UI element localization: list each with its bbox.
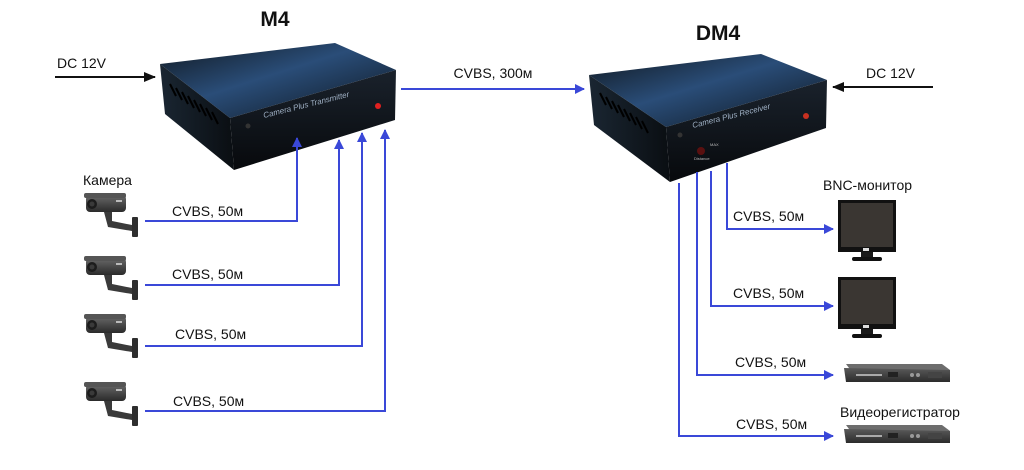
receiver-power-label: DC 12V bbox=[866, 65, 916, 81]
camera-cable-label: CVBS, 50м bbox=[172, 266, 243, 282]
monitor-group-label: BNC-монитор bbox=[823, 177, 912, 193]
camera-group-label: Камера bbox=[83, 172, 132, 188]
camera-group: Камера CVBS, 50м CVBS, 50м CVBS, 50м CVB… bbox=[83, 129, 390, 426]
knob-label-distance: Distance bbox=[694, 156, 710, 161]
trunk-link: CVBS, 300м bbox=[401, 65, 585, 94]
camera-cable-label: CVBS, 50м bbox=[172, 203, 243, 219]
camera-cable bbox=[145, 129, 390, 412]
distance-knob-icon bbox=[697, 147, 705, 155]
dvr-icon bbox=[844, 425, 950, 443]
camera-row: CVBS, 50м bbox=[84, 132, 367, 358]
camera-cable bbox=[145, 137, 302, 222]
transmitter-title: M4 bbox=[260, 8, 289, 31]
output-cable bbox=[696, 172, 834, 380]
transmitter-device-icon: Camera Plus Transmitter bbox=[160, 43, 396, 170]
receiver-dm4: DM4 MAX Distance Camera Plus Receiver bbox=[589, 22, 933, 182]
output-cable-label: CVBS, 50м bbox=[733, 285, 804, 301]
trunk-label: CVBS, 300м bbox=[454, 65, 533, 81]
camera-icon bbox=[84, 382, 138, 426]
output-cable bbox=[710, 171, 834, 311]
dvr-group-label: Видеорегистратор bbox=[840, 404, 960, 420]
camera-cable bbox=[145, 132, 367, 347]
output-row: CVBS, 50м bbox=[710, 171, 896, 338]
output-row: CVBS, 50м bbox=[726, 163, 896, 261]
receiver-device-icon: MAX Distance Camera Plus Receiver bbox=[589, 54, 827, 182]
output-cable-label: CVBS, 50м bbox=[735, 354, 806, 370]
camera-cable-label: CVBS, 50м bbox=[173, 393, 244, 409]
knob-label-max: MAX bbox=[710, 142, 719, 147]
camera-row: CVBS, 50м bbox=[84, 139, 344, 300]
camera-icon bbox=[84, 193, 138, 237]
camera-cable-label: CVBS, 50м bbox=[175, 326, 246, 342]
output-cable-label: CVBS, 50м bbox=[733, 208, 804, 224]
output-cable bbox=[678, 183, 834, 441]
camera-row: CVBS, 50м bbox=[84, 129, 390, 426]
output-row: CVBS, 50м bbox=[696, 172, 950, 382]
monitor-icon bbox=[838, 277, 896, 338]
camera-icon bbox=[84, 256, 138, 300]
output-row: CVBS, 50м bbox=[678, 183, 950, 443]
output-cable bbox=[726, 163, 834, 234]
transmitter-m4: M4 Camera Plus Transmitter DC 12V bbox=[55, 8, 396, 170]
power-led-icon bbox=[803, 113, 809, 119]
camera-row: CVBS, 50м bbox=[84, 137, 302, 237]
monitor-icon bbox=[838, 200, 896, 261]
output-cable-label: CVBS, 50м bbox=[736, 416, 807, 432]
transmitter-power-label: DC 12V bbox=[57, 55, 107, 71]
output-group: BNC-монитор CVBS, 50м CVBS, 50м CVBS, 50… bbox=[678, 163, 960, 443]
dvr-icon bbox=[844, 364, 950, 382]
camera-icon bbox=[84, 314, 138, 358]
receiver-title: DM4 bbox=[696, 22, 741, 45]
camera-cable bbox=[145, 139, 344, 286]
power-led-icon bbox=[375, 103, 381, 109]
